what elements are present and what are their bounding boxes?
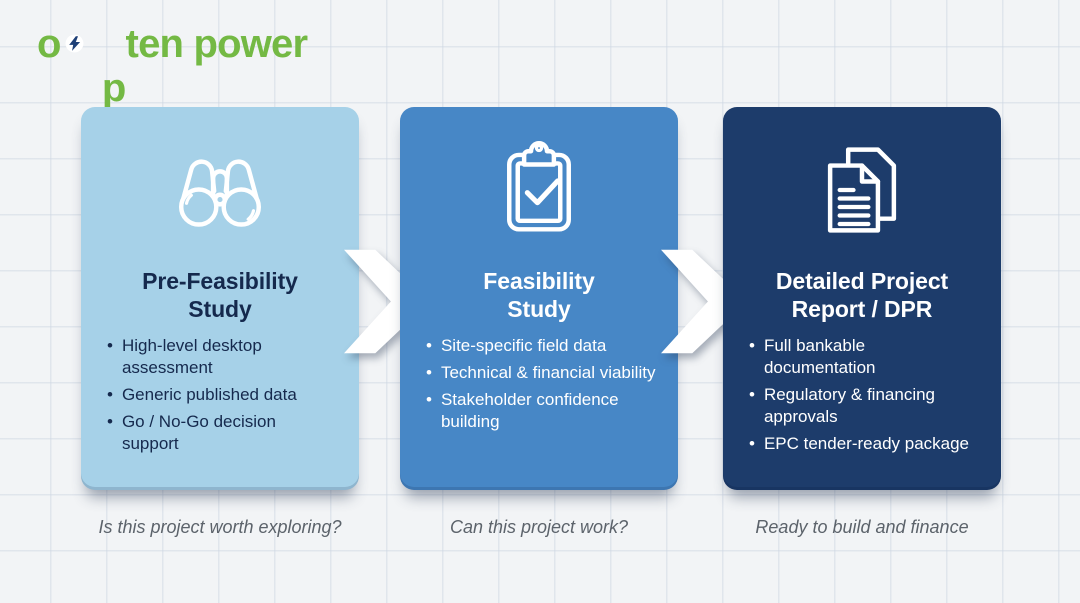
bullet-text: Site-specific field data — [440, 336, 607, 356]
bullet-item: • Regulatory & financing approvals — [749, 384, 979, 428]
stage-title-line1: Feasibility — [483, 268, 595, 294]
stage-caption: Ready to build and finance — [755, 517, 969, 537]
bullet-dot: • — [749, 434, 755, 454]
bullet-item: • EPC tender-ready package — [749, 433, 979, 455]
bullet-text: EPC tender-ready package — [763, 434, 970, 454]
bullet-text: Regulatory & financing approvals — [763, 385, 935, 427]
binoculars-icon — [166, 139, 274, 241]
clipboard-check-icon — [485, 139, 593, 241]
stage-title-line1: Pre-Feasibility — [142, 268, 298, 294]
logo-text-suffix: ten power — [125, 22, 309, 66]
bullet-dot: • — [749, 385, 755, 405]
lightning-bolt-icon — [65, 34, 84, 52]
logo-letter-p: p — [61, 22, 126, 198]
bullet-list: • Site-specific field data • Technical &… — [400, 335, 678, 438]
stage-card-feasibility: Feasibility Study • Site-specific field … — [400, 107, 678, 490]
bullet-text: High-level desktop assessment — [121, 336, 262, 378]
logo-bolt-letter: p — [101, 66, 126, 110]
stage-title-line1: Detailed Project — [775, 268, 949, 294]
bullet-dot: • — [426, 390, 432, 410]
bullet-item: • Site-specific field data — [426, 335, 656, 357]
stage-title: Pre-Feasibility Study — [142, 267, 298, 323]
bullet-item: • Stakeholder confidence building — [426, 389, 656, 433]
bullet-dot: • — [426, 336, 432, 356]
stage-title-line2: Study — [188, 296, 252, 323]
stage-title: Detailed Project Report / DPR — [776, 267, 948, 323]
stage-caption: Can this project work? — [449, 517, 629, 537]
logo-text-prefix: o — [37, 22, 61, 66]
stage-title-line2: Study — [507, 296, 571, 323]
bullet-item: • Technical & financial viability — [426, 362, 656, 384]
logo: o p ten power — [37, 22, 309, 198]
bullet-text: Stakeholder confidence building — [440, 390, 619, 432]
stage-card-dpr: Detailed Project Report / DPR • Full ban… — [723, 107, 1001, 490]
stage-caption: Is this project worth exploring? — [98, 517, 342, 537]
bullet-dot: • — [749, 336, 755, 356]
bullet-item: • Generic published data — [107, 384, 337, 406]
documents-icon — [808, 139, 916, 241]
bullet-dot: • — [107, 385, 113, 405]
bullet-dot: • — [107, 412, 113, 432]
bullet-item: • High-level desktop assessment — [107, 335, 337, 379]
bullet-dot: • — [426, 363, 432, 383]
bullet-item: • Full bankable documentation — [749, 335, 979, 379]
bullet-list: • High-level desktop assessment • Generi… — [81, 335, 359, 460]
bullet-list: • Full bankable documentation • Regulato… — [723, 335, 1001, 460]
bullet-item: • Go / No-Go decision support — [107, 411, 337, 455]
stage-title-line2: Report / DPR — [791, 296, 933, 323]
bullet-text: Technical & financial viability — [440, 363, 656, 383]
bullet-text: Full bankable documentation — [763, 336, 876, 378]
stage-card-pre-feasibility: Pre-Feasibility Study • High-level deskt… — [81, 107, 359, 490]
bullet-text: Go / No-Go decision support — [121, 412, 276, 454]
stage-title: Feasibility Study — [483, 267, 594, 323]
bullet-dot: • — [107, 336, 113, 356]
bullet-text: Generic published data — [121, 385, 297, 405]
